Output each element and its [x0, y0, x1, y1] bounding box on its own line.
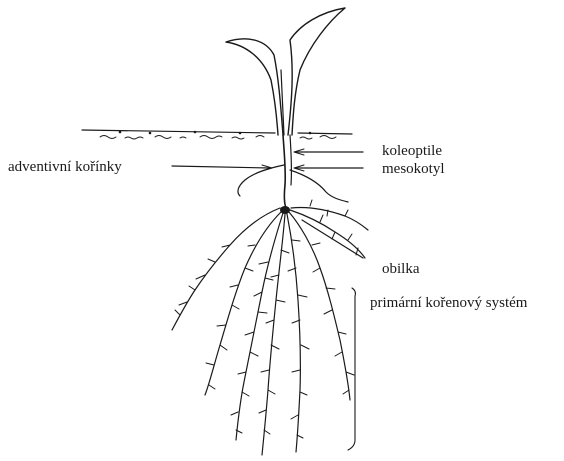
adventitious-root-system: [238, 165, 348, 202]
root-center-3: [287, 214, 300, 452]
soil-dots: [100, 136, 336, 140]
mesocotyl-stem: [283, 135, 291, 208]
soil-surface: [82, 130, 352, 139]
pointer-lines: [172, 149, 363, 258]
adv-root-pointer: [172, 166, 270, 168]
mesocotyl-line: [283, 135, 286, 208]
label-coleoptile: koleoptile: [382, 143, 442, 159]
root-right-3: [291, 207, 368, 230]
adv-root-2: [290, 170, 348, 202]
adv-root-1: [238, 165, 284, 196]
seed-pointer: [302, 220, 363, 258]
root-left-1: [172, 208, 280, 330]
shoot-leaves: [226, 8, 345, 135]
label-adventitious-roots: adventivní kořínky: [8, 159, 122, 175]
root-center-1: [236, 213, 283, 440]
soil-line-top: [82, 130, 352, 134]
right-leaf: [288, 8, 345, 135]
primary-root-bracket: [348, 288, 355, 450]
seed-shape: [280, 206, 290, 214]
primary-root-system: [172, 200, 368, 455]
mesocotyl-line-2: [290, 135, 291, 185]
label-primary-root-system: primární kořenový systém: [370, 295, 528, 311]
left-leaf: [226, 39, 283, 135]
label-mesocotyl: mesokotyl: [382, 161, 445, 177]
root-right-2: [290, 210, 365, 258]
label-seed: obilka: [382, 261, 420, 277]
